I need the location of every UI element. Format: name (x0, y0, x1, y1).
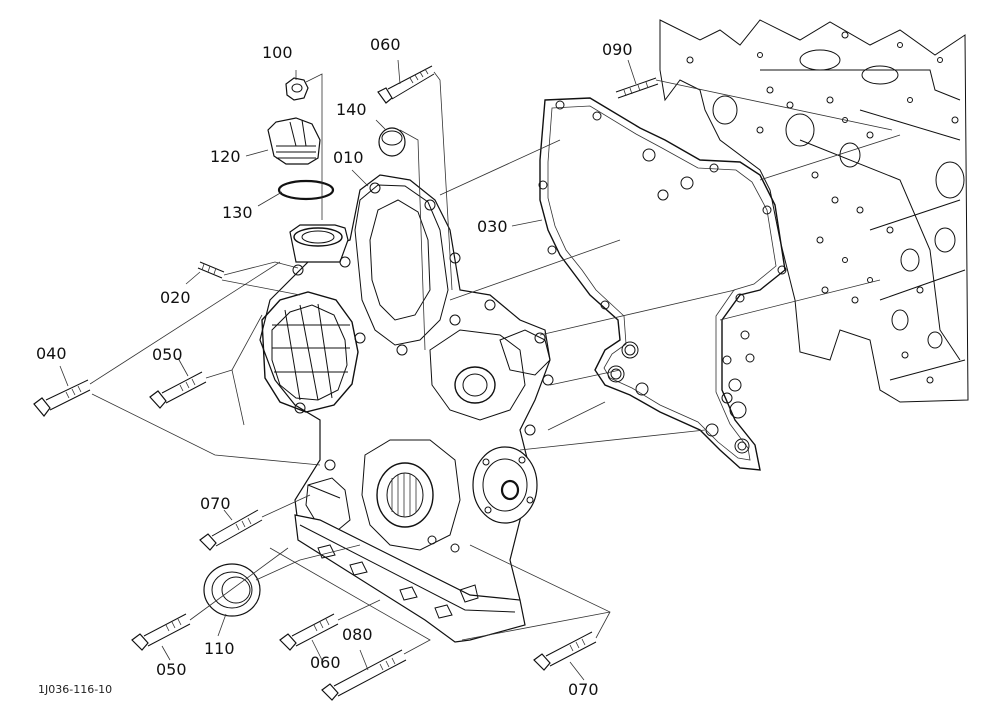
callout-090: 090 (602, 40, 633, 59)
stud-020 (197, 261, 225, 279)
stud-090 (615, 77, 659, 99)
callout-140: 140 (336, 100, 367, 119)
callout-070: 070 (200, 494, 231, 513)
callout-120: 120 (210, 147, 241, 166)
nut-100 (285, 77, 309, 101)
callout-050: 050 (152, 345, 183, 364)
gear-case-010 (259, 174, 554, 643)
bolt-070-right (533, 631, 597, 671)
callout-020: 020 (160, 288, 191, 307)
bolt-050-lower (131, 613, 191, 651)
leader-lines (59, 59, 901, 681)
callout-050-lower: 050 (156, 660, 187, 679)
bolt-070-left (199, 509, 263, 551)
plug-140 (378, 127, 406, 157)
callout-130: 130 (222, 203, 253, 222)
callout-110: 110 (204, 639, 235, 658)
oil-seal-110 (203, 563, 261, 617)
bolt-060-lower (279, 613, 339, 651)
bolt-060-upper (377, 65, 435, 104)
callout-080: 080 (342, 625, 373, 644)
bolt-040 (33, 379, 91, 417)
engine-block (659, 19, 969, 403)
callout-040: 040 (36, 344, 67, 363)
callout-060-lower: 060 (310, 653, 341, 672)
callout-070-right: 070 (568, 680, 599, 699)
oil-filler-cap-120 (267, 117, 321, 165)
callout-010: 010 (333, 148, 364, 167)
drawing-code: 1J036-116-10 (38, 683, 113, 696)
gasket-030 (538, 97, 787, 471)
bolt-050-upper (149, 371, 207, 409)
callout-060: 060 (370, 35, 401, 54)
bolt-080 (321, 649, 407, 701)
o-ring-130 (277, 179, 335, 201)
callout-030: 030 (477, 217, 508, 236)
callout-100: 100 (262, 43, 293, 62)
